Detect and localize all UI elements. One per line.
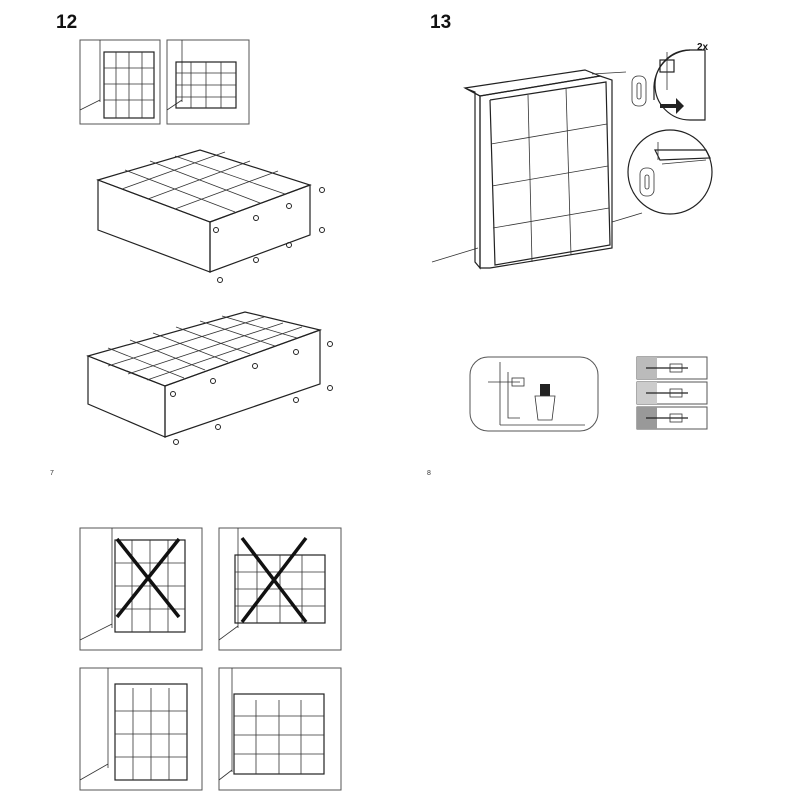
page-number-right: 8 [427, 470, 431, 477]
cross-x-icon [115, 537, 181, 619]
incorrect-vertical-panel [79, 527, 203, 651]
correct-vertical-panel [79, 667, 203, 791]
cross-x-icon [240, 536, 308, 624]
screw-types-icon [636, 356, 708, 430]
wall-bracket-icon [627, 49, 713, 215]
page-number-left: 7 [50, 470, 54, 477]
step-13-number: 13 [430, 12, 452, 33]
shelf-orientation-icon [79, 39, 250, 125]
step-12-number: 12 [56, 12, 78, 33]
wall-consult-icon [469, 356, 599, 432]
correct-horizontal-panel [218, 667, 342, 791]
quantity-label: 2x [697, 42, 709, 53]
shelf-horizontal-illustration [86, 311, 333, 445]
incorrect-horizontal-panel [218, 527, 342, 651]
shelf-upright-horizontal-illustration [96, 149, 325, 283]
shelf-wall-mount-illustration [431, 69, 643, 270]
